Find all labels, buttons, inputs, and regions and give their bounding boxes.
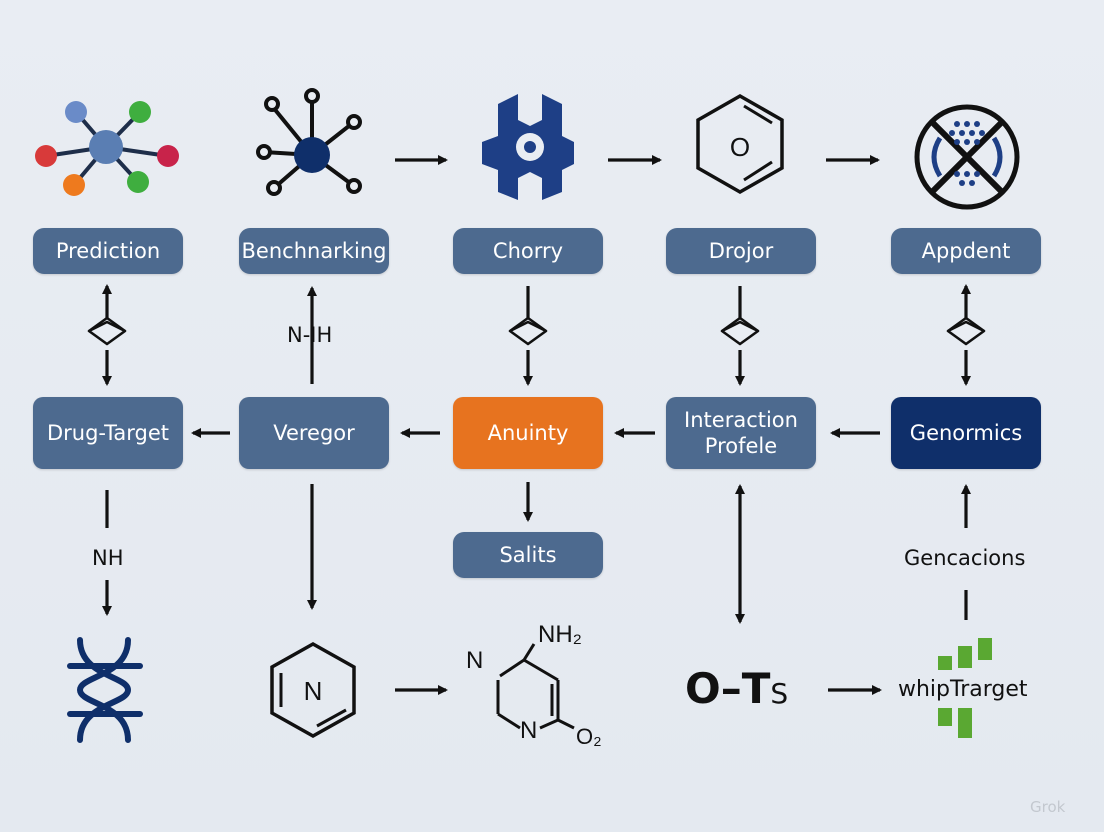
cube-icon-3 — [720, 316, 760, 346]
amine-n-label: N — [466, 647, 483, 674]
edge-label-nh: NH — [92, 546, 124, 570]
crossed-circle-icon — [914, 104, 1020, 210]
whiptarget-label: whipTrarget — [898, 677, 1028, 702]
o2-label: O₂ — [576, 724, 602, 748]
pill-appdent: Appdent — [891, 228, 1041, 274]
pyridine-n-label: N — [304, 676, 323, 706]
network-graph-icon — [35, 101, 179, 196]
ring-o-label: O — [730, 132, 750, 162]
cube-icon-4 — [946, 316, 986, 346]
edge-label-n-ih: N-IH — [287, 323, 333, 347]
node-interaction-profele: Interaction Profele — [666, 397, 816, 469]
pill-chorry: Chorry — [453, 228, 603, 274]
nh2-label: NH₂ — [538, 621, 582, 648]
edge-label-gencacions: Gencacions — [904, 546, 1026, 570]
o-ts-label: O–TS — [685, 664, 788, 713]
benzene-ring-icon: O — [696, 93, 784, 195]
o-t-text: O–T — [685, 664, 771, 713]
pill-drojor: Drojor — [666, 228, 816, 274]
pyridine-ring-icon: N — [270, 641, 356, 739]
hub-node-icon — [256, 88, 362, 196]
ring-n-label: N — [520, 717, 537, 744]
watermark: Grok — [1030, 798, 1066, 816]
node-drug-target: Drug-Target — [33, 397, 183, 469]
node-anuinty: Anuinty — [453, 397, 603, 469]
node-genormics: Genormics — [891, 397, 1041, 469]
cube-icon-2 — [508, 316, 548, 346]
cube-icon-1 — [87, 316, 127, 346]
pill-benchnarking: Benchnarking — [239, 228, 389, 274]
green-bars-icon — [938, 638, 992, 738]
ts-subscript: S — [770, 677, 789, 710]
dna-helix-icon — [67, 637, 143, 743]
amine-ring-icon: N NH₂ N O₂ — [466, 621, 602, 748]
molecule-hex-icon — [482, 94, 574, 200]
pill-prediction: Prediction — [33, 228, 183, 274]
pill-salits: Salits — [453, 532, 603, 578]
node-veregor: Veregor — [239, 397, 389, 469]
